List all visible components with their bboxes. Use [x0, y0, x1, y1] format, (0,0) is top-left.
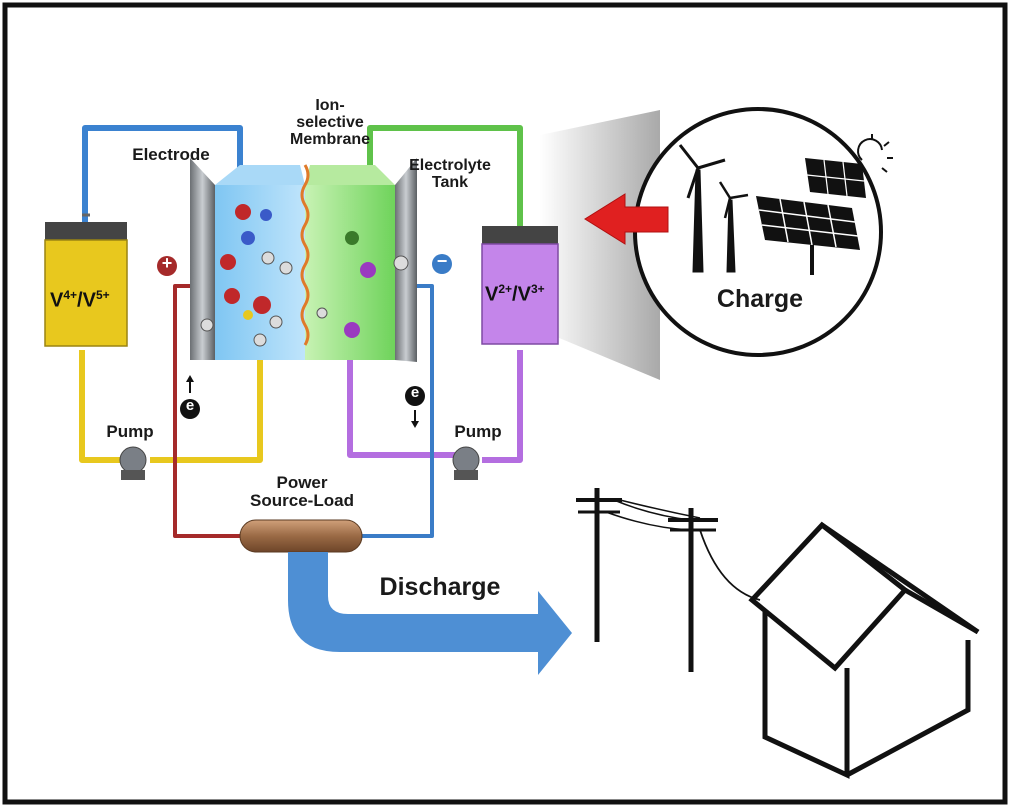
positive-terminal-icon [157, 256, 177, 276]
house-icon [748, 521, 980, 779]
discharge-label: Discharge [379, 573, 501, 601]
discharge-arrow-icon [288, 552, 572, 675]
power-label-line2: Source-Load [250, 490, 354, 510]
power-source-load-label: Power Source-Load [222, 474, 382, 510]
membrane-label-line1: Ion- [315, 97, 345, 114]
right-electrolyte-tank [481, 226, 559, 345]
electron-label-left: e [185, 397, 195, 414]
left-tank-label: V4+/V5+ [50, 288, 110, 312]
membrane-label-line3: Membrane [289, 130, 371, 148]
left-electrolyte-tank [44, 213, 128, 347]
charge-cone [540, 110, 660, 380]
electrolyte-tank-label: Electrolyte Tank [390, 157, 510, 192]
negative-terminal-icon [432, 254, 452, 274]
pump-left-icon [119, 446, 147, 480]
utility-pole-icon [576, 488, 761, 672]
blue-pipe-top-left [82, 125, 243, 228]
power-label-line1: Power [276, 473, 328, 492]
membrane [300, 164, 310, 346]
pump-right-icon [452, 446, 480, 480]
electrode-label: Electrode [132, 145, 210, 164]
membrane-label: Ion- selective Membrane [275, 97, 385, 148]
green-pipe-top-right [367, 125, 523, 230]
electrolyte-tank-label-line1: Electrolyte [409, 157, 491, 174]
sun-icon [857, 134, 893, 173]
ion-particles [200, 204, 409, 347]
positive-terminal-label: + [161, 253, 173, 273]
power-load-capsule [239, 519, 363, 553]
membrane-label-line2: selective [296, 113, 364, 131]
wind-turbine-icon [678, 144, 749, 273]
flow-cell [190, 158, 417, 362]
electron-label-right: e [410, 384, 420, 401]
pump-left-label: Pump [106, 422, 154, 441]
pump-right-label: Pump [454, 422, 502, 441]
electron-icon-right [405, 386, 425, 406]
negative-terminal-label: − [436, 251, 448, 271]
purple-pipe [347, 345, 523, 463]
charge-label: Charge [716, 285, 804, 313]
solar-panel-icon [756, 158, 866, 275]
yellow-pipe [79, 350, 263, 463]
right-tank-label: V2+/V3+ [485, 282, 545, 306]
charge-arrow-icon [584, 193, 669, 245]
electron-icon-left [180, 399, 200, 419]
electrolyte-tank-label-line2: Tank [431, 173, 469, 191]
